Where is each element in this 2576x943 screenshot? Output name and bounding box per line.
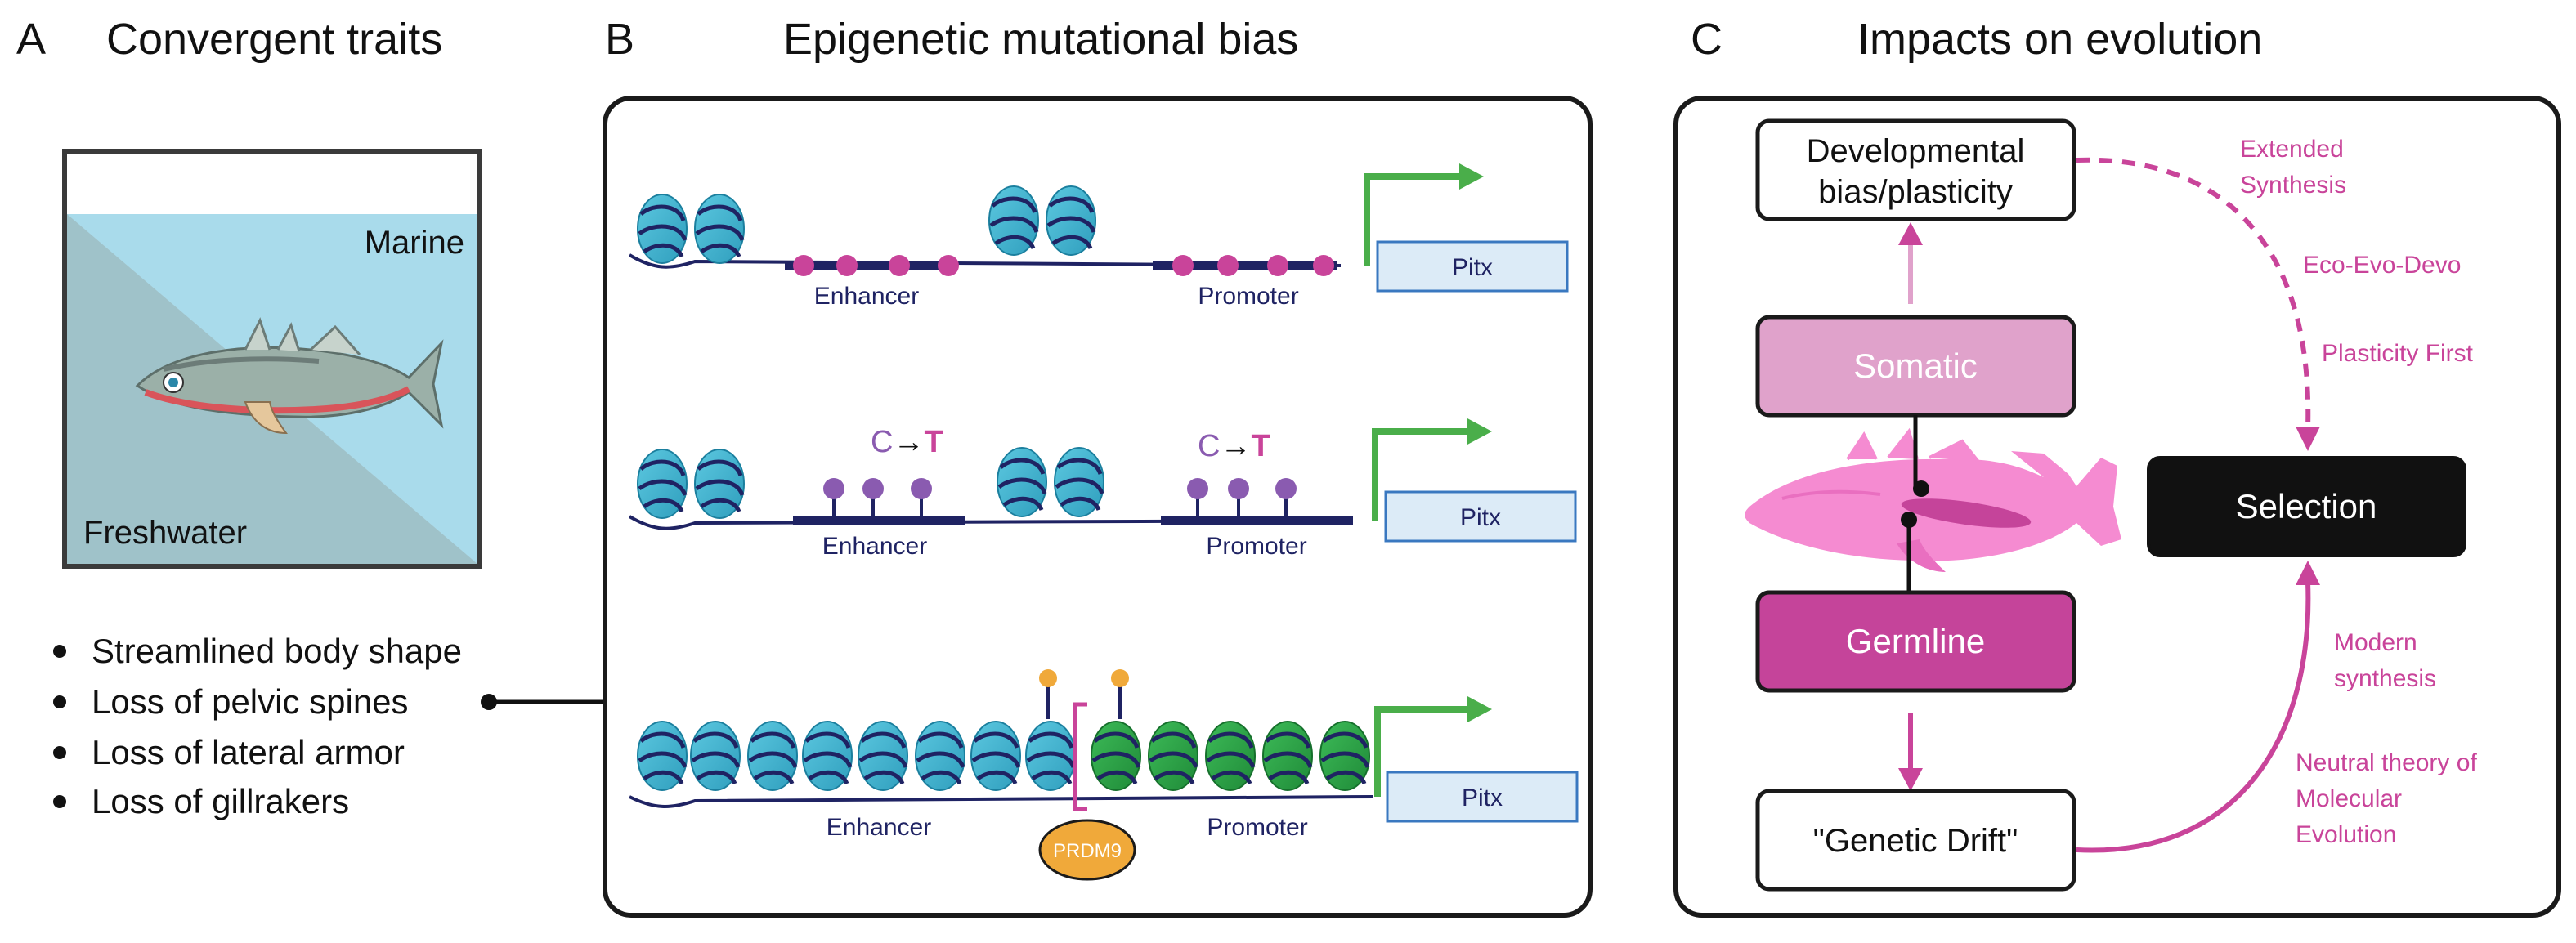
- tss-arrow: [1372, 428, 1472, 521]
- trait-item: Loss of pelvic spines: [92, 682, 409, 721]
- promoter-region: [1153, 261, 1337, 270]
- histone-marks: [1039, 669, 1129, 719]
- developmental-bias-box: [1755, 118, 2076, 221]
- fish-silhouette-icon: [1745, 427, 2121, 572]
- modern-synthesis-arrow: [2076, 581, 2311, 853]
- panel-b: B Epigenetic mutational bias Enhancer Pr…: [603, 15, 1593, 918]
- germline-label: Germline: [1846, 622, 1985, 660]
- gene-label: Pitx: [1452, 254, 1493, 281]
- mutation-label-promoter: C→T: [1198, 429, 1270, 463]
- tss-arrow: [1364, 173, 1463, 266]
- trait-item: Loss of gillrakers: [92, 782, 349, 820]
- panel-a-title: Convergent traits: [106, 15, 442, 64]
- tss-arrow: [1374, 706, 1472, 797]
- plasticity-first-label: Plasticity First: [2322, 340, 2474, 367]
- enhancer-label: Enhancer: [827, 814, 931, 841]
- modern-synthesis-label: Modern: [2334, 629, 2417, 656]
- enhancer-label: Enhancer: [814, 283, 919, 310]
- neutral-theory-label: Neutral theory of: [2296, 749, 2477, 776]
- methylation-marks: [1172, 255, 1334, 276]
- prdm9-protein: [1038, 819, 1136, 881]
- methylation-marks: [793, 255, 959, 276]
- gene-box: [1386, 771, 1579, 823]
- promoter-label: Promoter: [1207, 814, 1307, 841]
- traits-list: Streamlined body shape Loss of pelvic sp…: [53, 632, 462, 820]
- somatic-label: Somatic: [1853, 346, 1978, 385]
- extended-synthesis-label: Extended: [2240, 136, 2344, 163]
- neutral-theory-label: Evolution: [2296, 821, 2396, 848]
- panel-c-title: Impacts on evolution: [1857, 15, 2262, 64]
- extended-synthesis-label: Synthesis: [2240, 172, 2346, 199]
- panel-b-title: Epigenetic mutational bias: [783, 15, 1298, 64]
- label-freshwater: Freshwater: [83, 515, 247, 551]
- modern-synthesis-label: synthesis: [2334, 665, 2436, 692]
- panel-c: C Impacts on evolution Developmental bia…: [1673, 15, 2561, 918]
- extended-synthesis-arrow: [2076, 157, 2311, 430]
- promoter-label: Promoter: [1206, 533, 1306, 560]
- neutral-theory-label: Molecular: [2296, 785, 2402, 812]
- prdm9-bracket: [1073, 702, 1087, 811]
- chromatin-row-1: Enhancer Promoter Pitx: [628, 163, 1569, 310]
- developmental-bias-label: bias/plasticity: [1818, 174, 2013, 210]
- mutation-label-enhancer: C→T: [871, 425, 943, 459]
- enhancer-region: [785, 261, 956, 270]
- stickleback-fish-icon: [135, 317, 444, 435]
- selection-box: [2147, 456, 2466, 557]
- gene-box: [1384, 490, 1577, 543]
- promoter-region: [1161, 516, 1353, 525]
- genetic-drift-box: [1755, 789, 2076, 892]
- gene-label: Pitx: [1460, 504, 1501, 531]
- panel-b-letter: B: [605, 15, 634, 64]
- chromatin-row-2: C→T C→T Enhancer Promoter Pitx: [628, 418, 1577, 560]
- developmental-bias-label: Developmental: [1807, 133, 2025, 169]
- enhancer-region: [793, 516, 965, 525]
- enhancer-label: Enhancer: [822, 533, 927, 560]
- panel-c-frame: [1673, 96, 2561, 918]
- trait-item: Streamlined body shape: [92, 632, 462, 670]
- prdm9-label: PRDM9: [1053, 840, 1122, 862]
- selection-label: Selection: [2236, 487, 2377, 525]
- label-marine: Marine: [365, 225, 464, 261]
- panel-a-letter: A: [16, 15, 46, 64]
- habitat-box: Marine Freshwater: [62, 149, 482, 569]
- chromatin-row-3: PRDM9 Enhancer Promoter Pitx: [629, 669, 1579, 881]
- promoter-label: Promoter: [1198, 283, 1298, 310]
- eco-evo-devo-label: Eco-Evo-Devo: [2303, 252, 2461, 279]
- genetic-drift-label: "Genetic Drift": [1813, 823, 2018, 859]
- gene-box: [1376, 240, 1569, 293]
- connector-line: [481, 694, 605, 710]
- trait-item: Loss of lateral armor: [92, 733, 405, 771]
- germline-box: [1755, 590, 2076, 693]
- gene-label: Pitx: [1462, 784, 1503, 811]
- panel-a: A Convergent traits Marine Freshwater St…: [16, 15, 605, 820]
- panel-c-letter: C: [1691, 15, 1723, 64]
